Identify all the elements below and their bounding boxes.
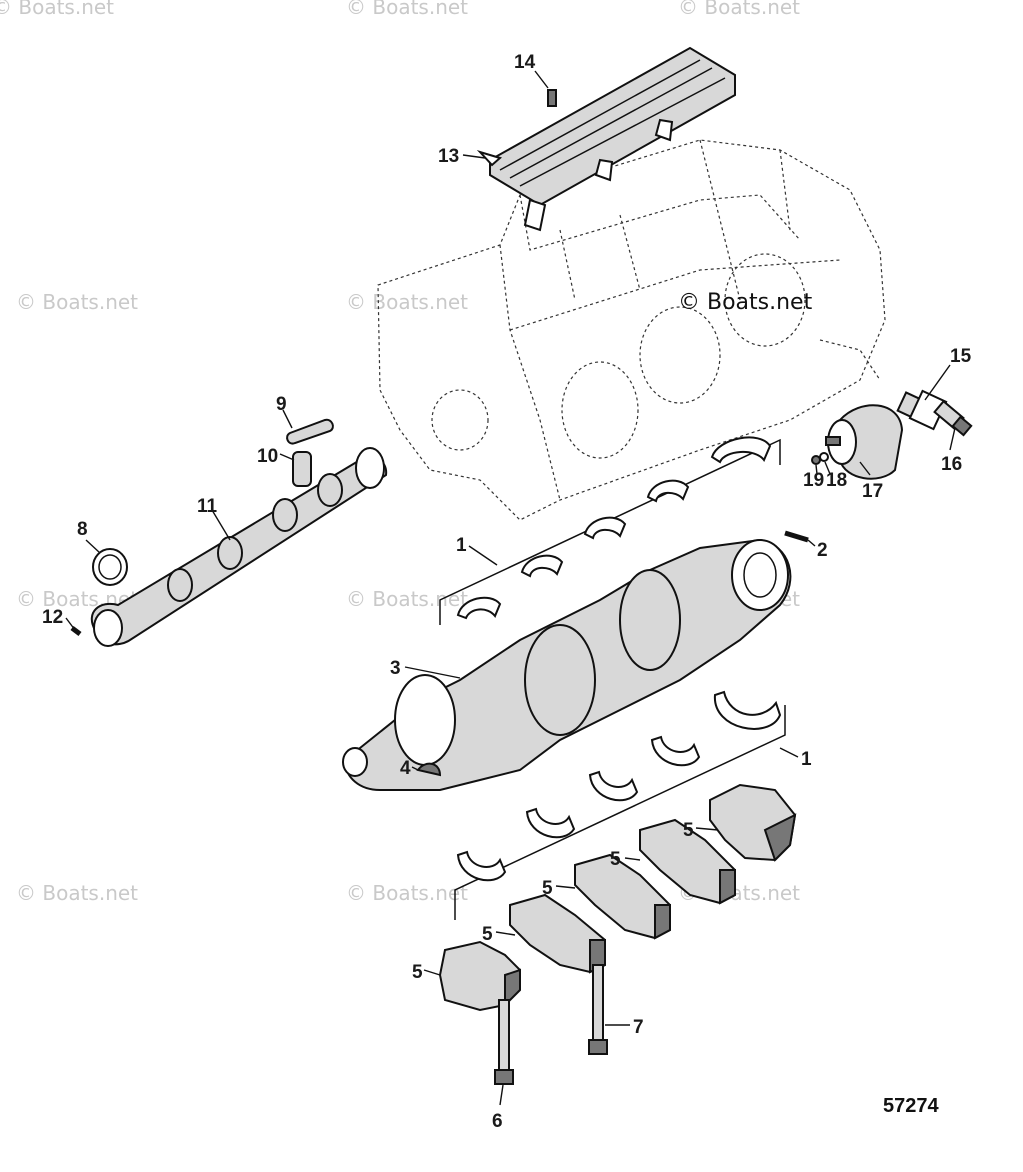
callout-1-lower: 1 [801, 749, 812, 770]
lower-bearings-part-1 [454, 690, 786, 920]
washer-part-18 [819, 452, 829, 462]
callout-2: 2 [817, 540, 828, 561]
callout-3: 3 [390, 658, 401, 679]
bearing-part-8 [92, 548, 128, 586]
callout-14: 14 [514, 52, 536, 73]
callout-8: 8 [77, 519, 88, 540]
watermark-text: © Boats.net [16, 881, 138, 905]
watermark-text: © Boats.net [16, 290, 138, 314]
callout-labels: 14 13 15 16 17 18 19 2 1 3 4 1 5 5 5 5 5… [42, 52, 972, 1132]
callout-17: 17 [862, 481, 883, 502]
watermark-text: © Boats.net [346, 587, 468, 611]
bolt-part-7 [588, 964, 608, 1055]
callout-16: 16 [941, 454, 962, 475]
callout-5-b: 5 [610, 849, 621, 870]
callout-5-d: 5 [482, 924, 493, 945]
leader-lines [65, 70, 956, 1106]
watermark-text: © Boats.net [346, 881, 468, 905]
callout-12: 12 [42, 607, 63, 628]
fitting-part-15 [896, 389, 948, 431]
callout-7: 7 [633, 1017, 644, 1038]
watermark-text: © Boats.net [0, 0, 114, 19]
pin-part-2 [784, 530, 809, 543]
engine-block-phantom [377, 139, 886, 521]
figure-number: 57274 [883, 1095, 939, 1117]
watermark-text: © Boats.net [346, 290, 468, 314]
watermark-center-text: © Boats.net [678, 290, 813, 315]
callout-5-e: 5 [412, 962, 423, 983]
main-bearing-cap-part-5 [639, 818, 736, 905]
callout-6: 6 [492, 1111, 503, 1132]
bolt-part-6 [494, 999, 514, 1085]
callout-4: 4 [400, 758, 411, 779]
watermark-text: © Boats.net [678, 0, 800, 19]
callout-5-a: 5 [683, 820, 694, 841]
callout-5-c: 5 [542, 878, 553, 899]
main-bearing-cap-part-5 [709, 783, 797, 862]
upper-bearings-part-1 [439, 436, 781, 625]
callout-10: 10 [257, 446, 278, 467]
crankshaft-part-3 [342, 538, 792, 791]
valley-cover-part-13 [476, 46, 736, 232]
key-part-4 [416, 762, 442, 777]
main-bearing-cap-part-5 [574, 853, 671, 940]
callout-15: 15 [950, 346, 972, 367]
retainer-part-9 [286, 418, 334, 445]
callout-18: 18 [826, 470, 847, 491]
callout-19: 19 [803, 470, 824, 491]
callout-11: 11 [197, 496, 218, 517]
oil-filter-part-17 [825, 404, 904, 480]
sensor-part-16 [933, 399, 973, 437]
pin-part-12 [70, 626, 82, 636]
main-bearing-cap-part-5 [438, 940, 521, 1012]
bolt-part-14 [547, 89, 557, 107]
callout-1-upper: 1 [456, 535, 467, 556]
callout-9: 9 [276, 394, 287, 415]
callout-13: 13 [438, 146, 459, 167]
camshaft-part-11 [90, 447, 388, 647]
main-bearing-cap-part-5 [509, 893, 606, 974]
lifter-part-10 [292, 451, 312, 487]
washer-part-19 [811, 455, 821, 465]
watermark-text: © Boats.net [346, 0, 468, 19]
